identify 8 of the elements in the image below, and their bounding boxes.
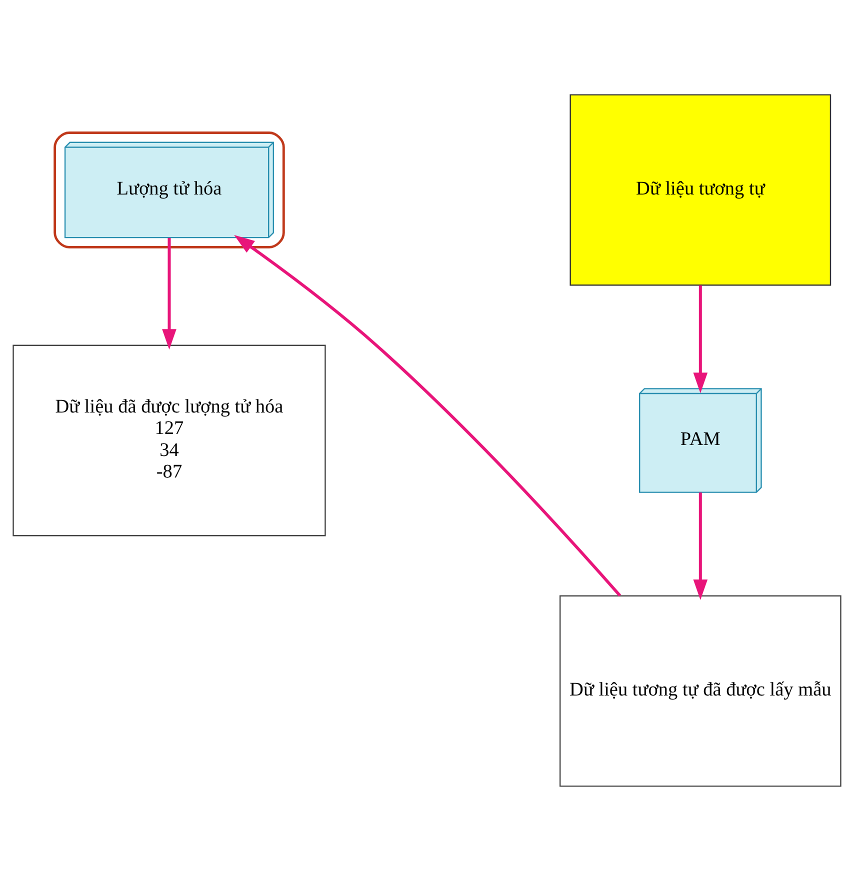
node-box: Dữ liệu tương tự [570,94,832,286]
node-box: Dữ liệu tương tự đã được lấy mẫu [560,595,842,787]
arrow [693,492,708,600]
arrow [162,238,176,350]
arrow [693,285,708,394]
arrow [234,234,622,597]
node-box: Dữ liệu đã được lượng tử hóa 127 34 -87 [12,344,326,536]
cluster [54,132,285,248]
